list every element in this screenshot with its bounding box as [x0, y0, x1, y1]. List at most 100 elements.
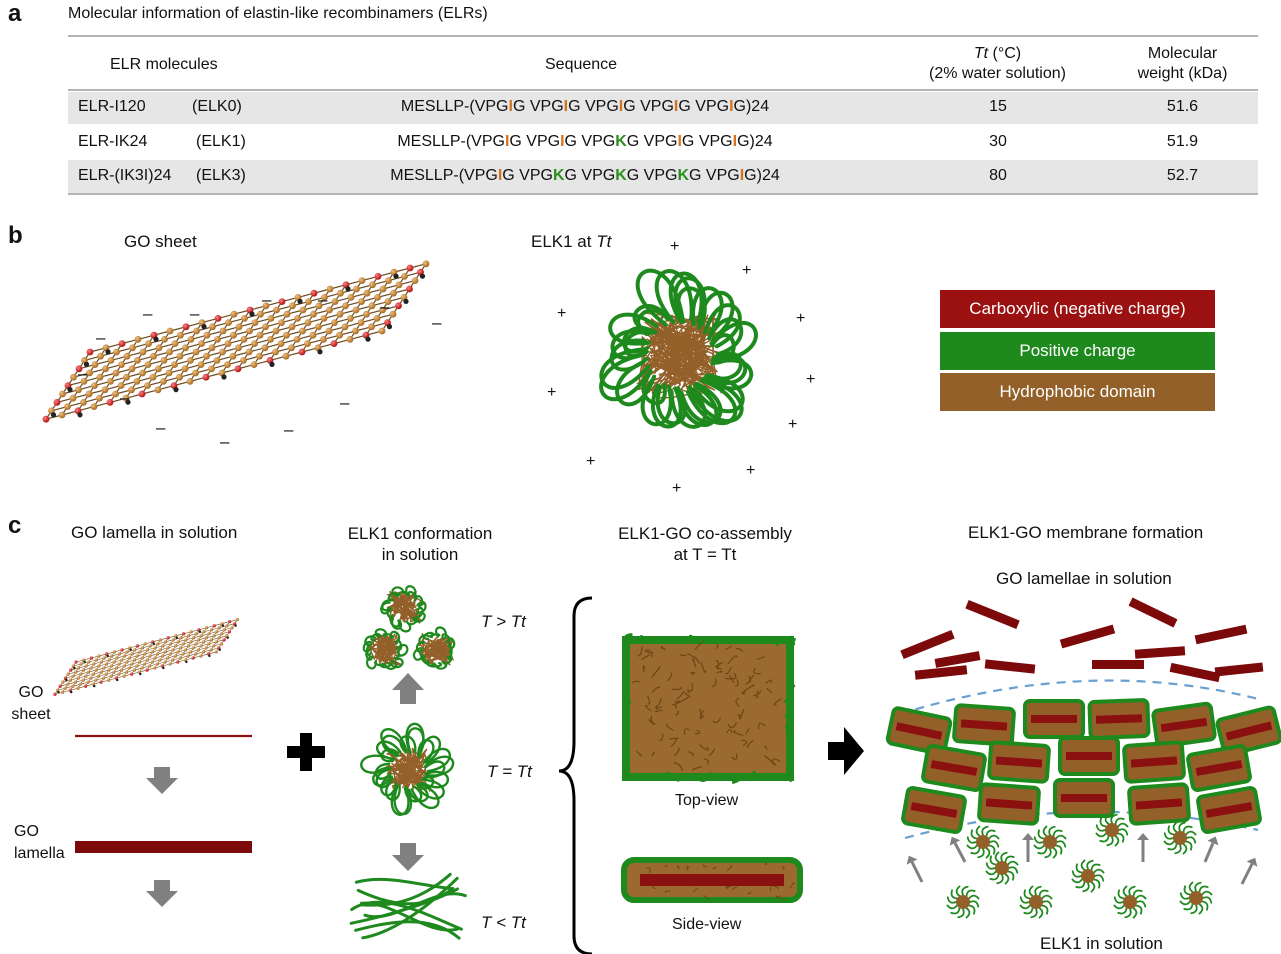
carbon-atom — [76, 666, 81, 670]
top-view-label: Top-view — [675, 792, 739, 809]
carbon-atom — [225, 319, 232, 326]
carbon-atom — [101, 386, 109, 394]
texture-strand — [700, 662, 707, 674]
texture-strand — [726, 885, 732, 888]
texture-strand — [771, 758, 781, 764]
edge-strand — [628, 775, 636, 781]
carbon-atom — [352, 327, 359, 335]
positive-strand — [691, 286, 724, 335]
membrane-brick — [1058, 736, 1120, 776]
edge-atom — [69, 690, 73, 694]
hydrophobic-strand — [649, 339, 682, 372]
edge-atom — [83, 660, 86, 664]
carbon-atom — [262, 323, 269, 331]
micelle-arm — [1128, 885, 1136, 896]
carbon-atom — [204, 626, 209, 630]
texture-strand — [651, 666, 661, 678]
sequence-residue-highlight: I — [673, 98, 679, 115]
up-arrow-shaft — [1240, 863, 1254, 885]
edge-strand — [624, 741, 629, 750]
carbon-atom — [165, 369, 173, 377]
texture-strand — [650, 651, 654, 658]
edge-strand — [762, 635, 768, 641]
micelle-arm — [1182, 825, 1193, 833]
micelle-arm — [1075, 881, 1086, 889]
carbon-atom — [161, 644, 165, 648]
row-sequence: MESLLP-(VPGIG VPGIG VPGKG VPGIG VPGIG)24 — [300, 133, 870, 151]
carbon-atom — [262, 302, 270, 310]
micelle-arm — [1056, 840, 1067, 848]
texture-strand — [655, 705, 663, 710]
membrane-brick — [1087, 698, 1151, 740]
sequence-segment: G VPG — [564, 167, 616, 184]
carbon-atom — [113, 348, 120, 356]
texture-strand — [702, 864, 708, 868]
micelle-arm — [1163, 832, 1174, 840]
edge-atom — [218, 648, 222, 652]
carbon-atom — [176, 373, 183, 381]
plus-symbol — [287, 733, 325, 771]
micelle-arm — [1033, 844, 1045, 850]
extended-strand — [354, 920, 461, 940]
carbon-atom — [207, 642, 211, 646]
texture-strand — [716, 670, 723, 674]
texture-strand — [732, 886, 738, 890]
carbon-atom — [96, 674, 101, 678]
edge-atom — [125, 399, 131, 405]
texture-strand — [756, 690, 760, 699]
carbon-atom — [134, 357, 141, 364]
carbon-atom — [219, 348, 226, 356]
positive-strand — [380, 775, 398, 797]
carbon-atom — [117, 662, 121, 666]
carbon-atom — [156, 642, 160, 646]
carbon-atom — [143, 642, 147, 646]
sequence-segment: G)24 — [737, 133, 773, 150]
carbon-atom — [110, 654, 114, 658]
carbon-atom — [373, 315, 381, 322]
carbon-atom — [194, 652, 198, 656]
micelle-core — [1029, 895, 1043, 909]
carbon-atom — [368, 323, 375, 331]
brick-lamella — [1066, 752, 1112, 760]
micelle-arm — [950, 907, 961, 915]
texture-strand — [764, 745, 768, 750]
carbon-atom — [224, 340, 232, 347]
row-tt: 80 — [989, 167, 1007, 184]
carbon-atom — [86, 680, 90, 684]
micelle-arm — [1038, 907, 1044, 919]
positive-strand — [685, 378, 738, 426]
carbon-atom — [97, 664, 101, 668]
carbon-atom — [117, 672, 121, 676]
up-arrow-shaft — [953, 842, 967, 863]
hydrophobic-strand — [402, 753, 426, 763]
micelle-arm — [1194, 881, 1202, 892]
carbon-atom — [179, 636, 183, 640]
header-tt-italic: Tt — [973, 45, 989, 62]
carbon-atom — [214, 336, 221, 343]
micelle-arm — [1188, 881, 1194, 893]
carbon-atom — [217, 636, 221, 640]
carbon-atom — [173, 654, 177, 658]
carbon-atom — [177, 331, 184, 339]
go-sheet-caption: GO sheet — [8, 682, 54, 726]
legend-hydrophobic: Hydrophobic domain — [940, 373, 1215, 411]
brick-lamella — [1095, 714, 1143, 724]
carbon-atom — [60, 690, 65, 694]
oxygen-atom — [74, 660, 78, 664]
micelle-arm — [1071, 878, 1083, 884]
carbon-atom — [137, 660, 142, 664]
carbon-atom — [401, 273, 408, 280]
carbon-atom — [161, 654, 165, 658]
carbon-atom — [148, 644, 152, 648]
carbon-atom — [148, 654, 152, 658]
positive-strand — [381, 599, 392, 612]
carbon-atom — [337, 289, 344, 297]
hydrophobic-strand — [424, 634, 441, 667]
brick-lamella — [930, 760, 978, 776]
edge-strand — [786, 681, 792, 689]
micelle-arm — [970, 847, 981, 855]
carbon-atom — [186, 378, 194, 385]
floating-lamella — [1059, 624, 1116, 649]
edge-strand — [699, 639, 704, 643]
micelle-arm — [1118, 828, 1129, 836]
